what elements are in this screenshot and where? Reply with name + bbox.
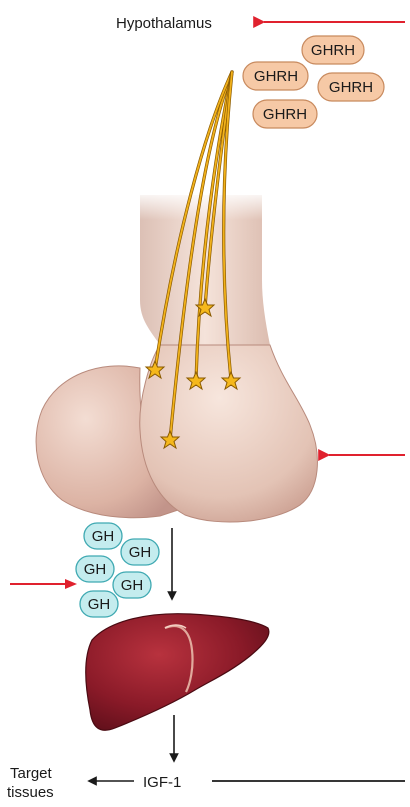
gh-pill: GH [113, 572, 151, 598]
svg-text:GH: GH [92, 528, 115, 545]
svg-text:GHRH: GHRH [254, 68, 298, 85]
gh-red-arrowhead [65, 579, 77, 589]
gh-pill: GH [80, 591, 118, 617]
svg-text:GH: GH [88, 596, 111, 613]
gh-pill: GH [76, 556, 114, 582]
svg-text:GHRH: GHRH [329, 79, 373, 96]
target-tissues-label-line1: Target [10, 765, 53, 782]
target-tissues-label-line2: tissues [7, 784, 54, 801]
svg-text:GH: GH [129, 544, 152, 561]
gh-cluster: GH GH GH GH GH [76, 523, 159, 617]
hypothalamus-label: Hypothalamus [116, 15, 212, 32]
igf-1-label: IGF-1 [143, 774, 181, 791]
svg-text:GH: GH [121, 577, 144, 594]
svg-text:GH: GH [84, 561, 107, 578]
svg-text:GHRH: GHRH [263, 106, 307, 123]
gh-pill: GH [84, 523, 122, 549]
ghrh-pill: GHRH [253, 100, 317, 128]
ghrh-pill: GHRH [318, 73, 384, 101]
ghrh-pill: GHRH [302, 36, 364, 64]
liver [86, 614, 269, 731]
ghrh-cluster: GHRH GHRH GHRH GHRH [243, 36, 384, 128]
svg-text:GHRH: GHRH [311, 42, 355, 59]
ghrh-pill: GHRH [243, 62, 308, 90]
gh-pill: GH [121, 539, 159, 565]
